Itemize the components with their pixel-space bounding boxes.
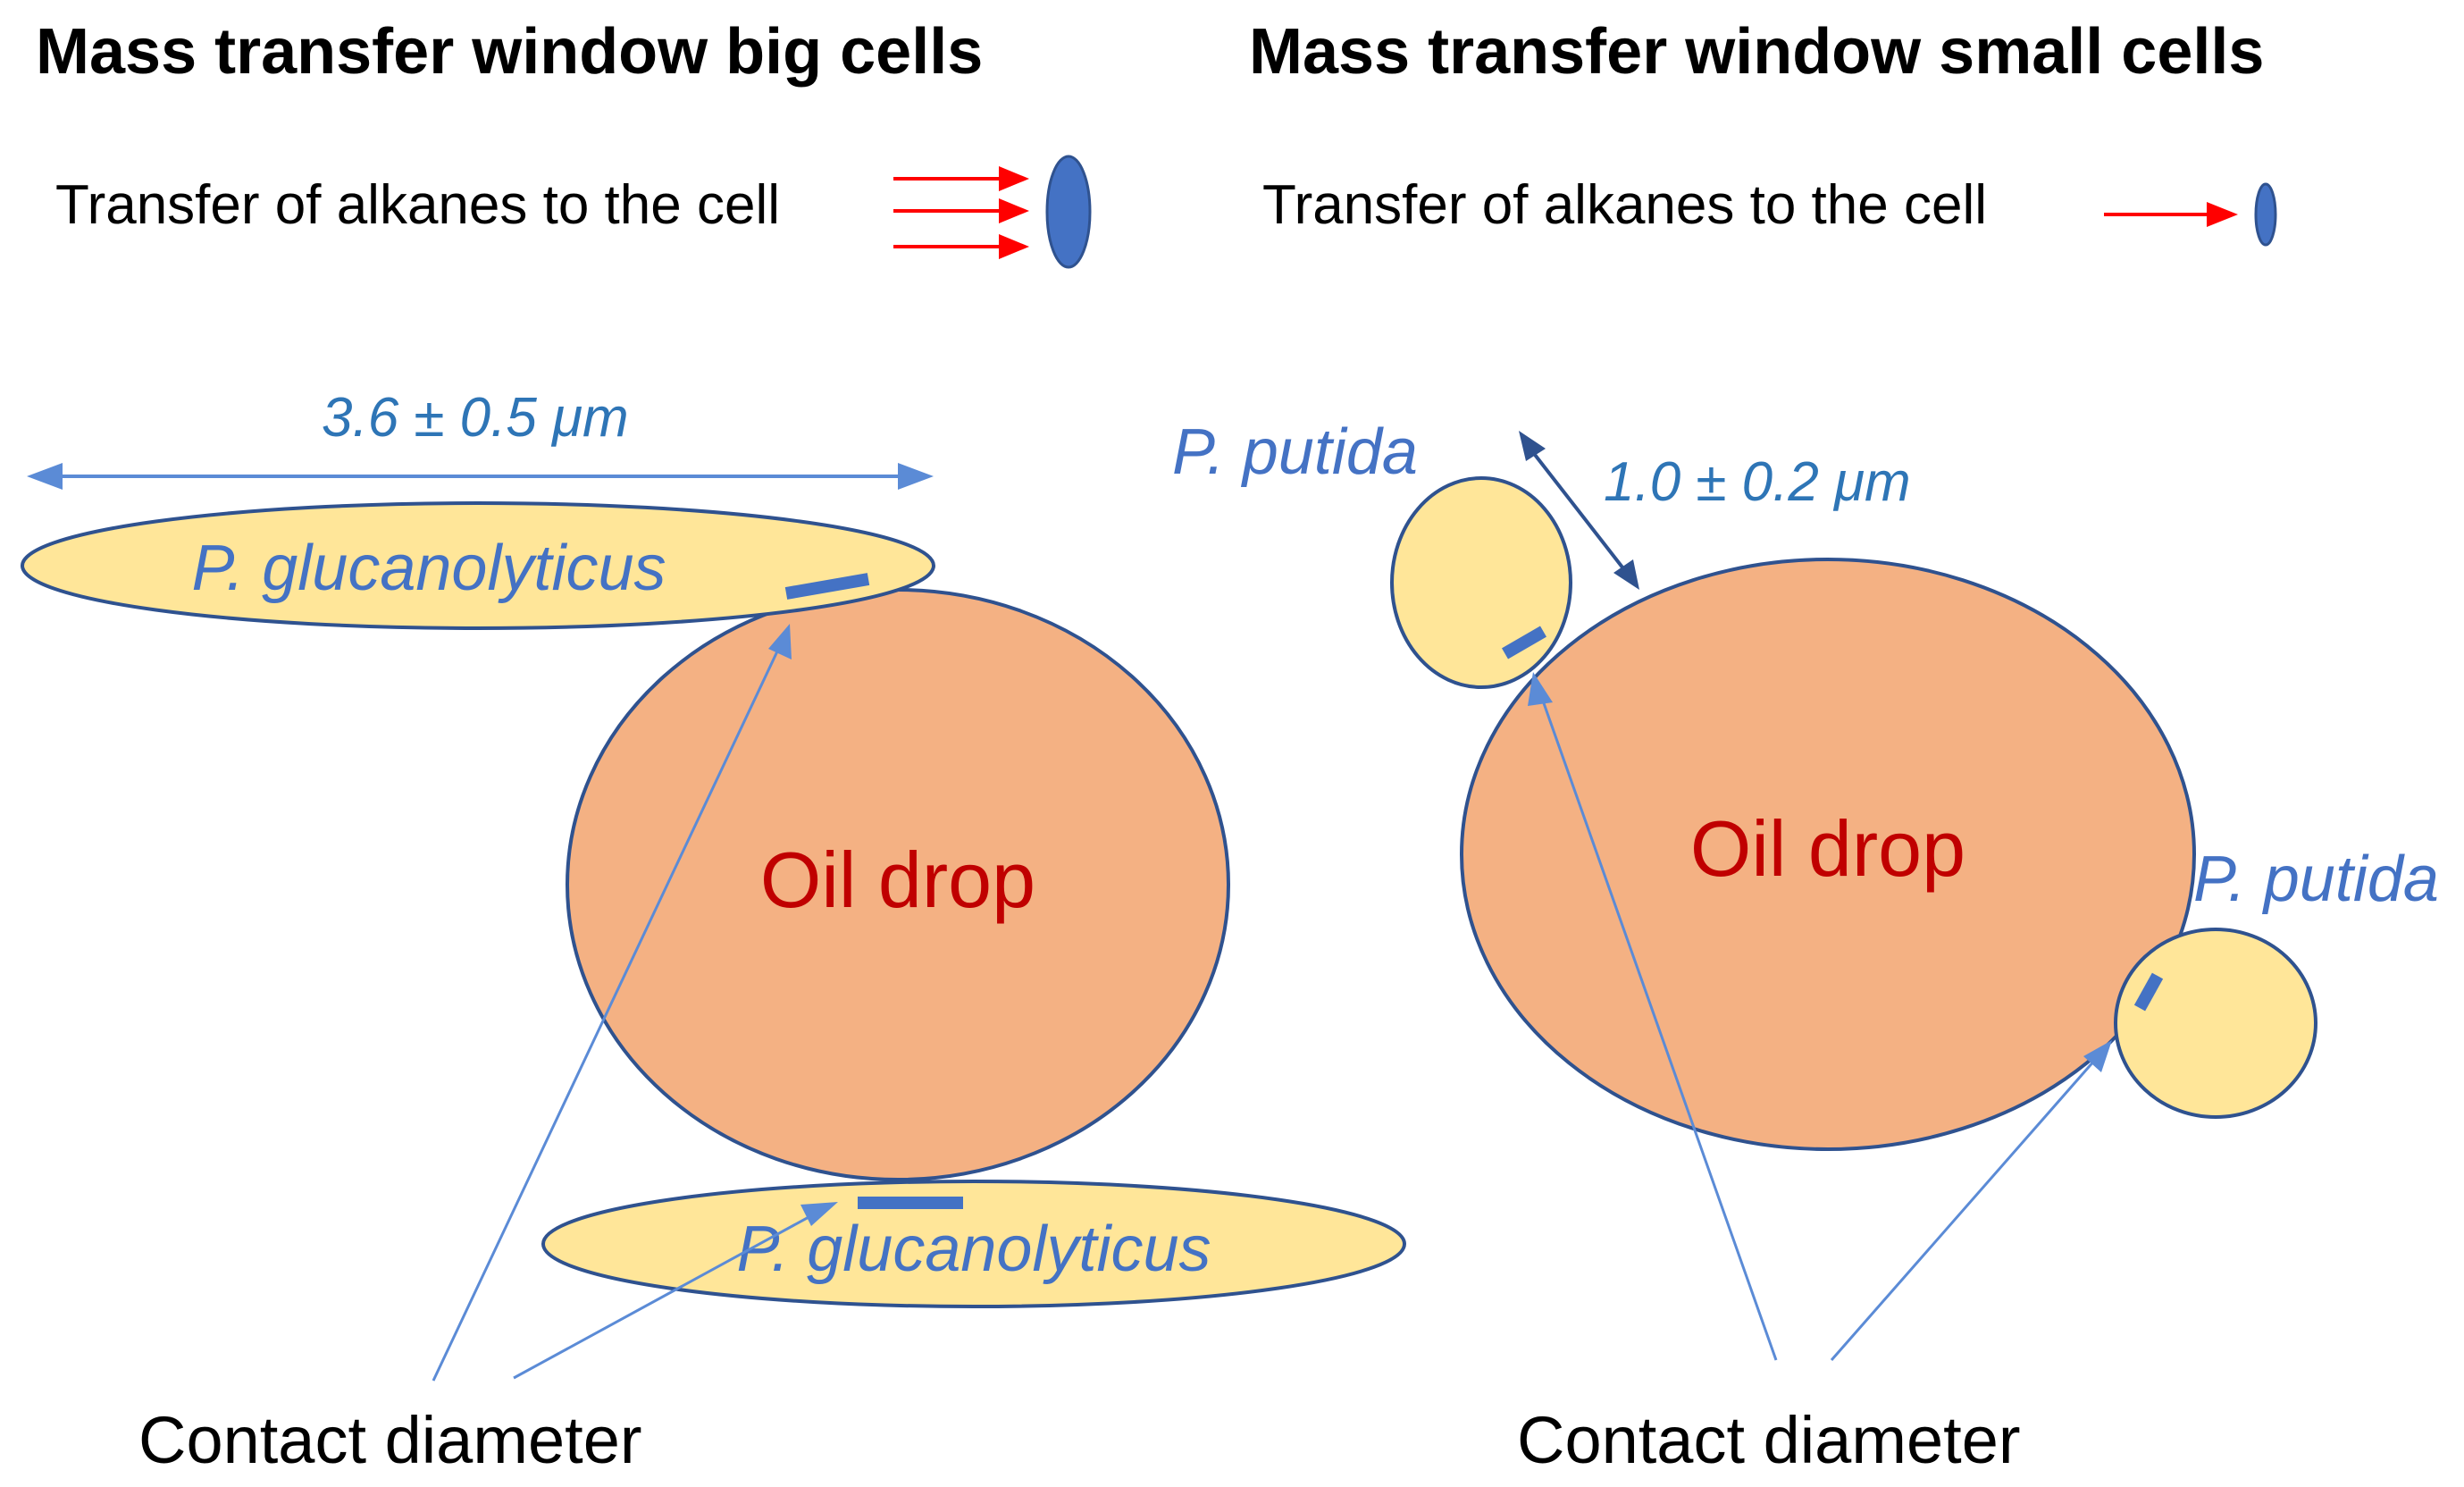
left-pointer-line-bottom [513,1209,821,1380]
left-pointer-line-top [432,635,786,1382]
right-contact-mark-right [2133,972,2164,1012]
right-contact-mark-top [1501,626,1547,659]
left-cell-top [21,501,935,630]
left-pointer-arrowhead-top [768,624,792,659]
right-cell-right [2114,928,2317,1119]
transfer-arrowhead-3 [999,234,1029,259]
right-heading: Mass transfer window small cells [1249,16,2264,88]
left-pointer-arrowhead-bottom [800,1202,838,1226]
right-pointer-arrowhead-right [2083,1040,2112,1072]
right-legend-text: Transfer of alkanes to the cell [1262,174,1987,236]
left-contact-mark-top [784,573,870,600]
right-cell-top-label: P. putida [1172,416,1418,488]
right-size-label: 1.0 ± 0.2 μm [1604,451,1911,513]
left-heading: Mass transfer window big cells [36,16,983,88]
right-size-arrowhead-bottom [1613,559,1639,590]
right-oil-drop [1460,558,2196,1151]
legend-big-cell-icon [1045,155,1092,269]
left-oil-label: Oil drop [760,836,1035,924]
legend-small-cell-icon [2254,182,2277,247]
right-oil-label: Oil drop [1690,804,1965,893]
left-legend-text: Transfer of alkanes to the cell [55,174,780,236]
right-pointer-arrowhead-top [1528,672,1553,706]
right-pointer-line-right [1830,1052,2103,1361]
right-pointer-line-top [1537,687,1778,1361]
left-cell-bottom-label: P. glucanolyticus [737,1214,1211,1285]
left-size-label: 3.6 ± 0.5 μm [322,387,629,449]
left-cell-top-label: P. glucanolyticus [192,533,666,604]
left-cell-bottom [541,1180,1406,1308]
right-cell-top [1390,476,1572,689]
left-panel: Mass transfer window big cells Transfer … [21,16,1406,1477]
left-size-arrowhead-right [898,463,934,490]
transfer-arrowhead-1 [999,166,1029,191]
right-size-dimension-line [1530,449,1628,574]
right-contact-label: Contact diameter [1517,1403,2021,1477]
right-panel: Mass transfer window small cells Transfe… [1172,16,2439,1477]
right-size-arrowhead-top [1519,431,1546,461]
left-size-arrowhead-left [27,463,63,490]
right-transfer-arrowhead [2207,202,2238,227]
left-contact-label: Contact diameter [138,1403,642,1477]
left-transfer-arrows [893,166,1029,259]
transfer-arrowhead-2 [999,198,1029,223]
right-cell-right-label: P. putida [2193,844,2439,915]
